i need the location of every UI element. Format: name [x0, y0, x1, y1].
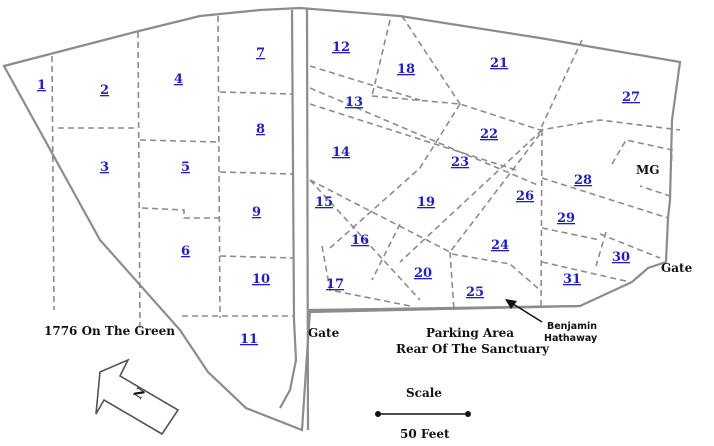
cemetery-boundary — [2, 6, 682, 432]
left-block-dividers — [51, 15, 295, 331]
scale-distance-label: 50 Feet — [400, 427, 450, 441]
north-arrow-icon: N — [95, 358, 180, 436]
lot-5[interactable]: 5 — [181, 160, 190, 175]
lot-4[interactable]: 4 — [174, 72, 183, 87]
gate-label-bottom: Gate — [308, 326, 340, 340]
lot-9[interactable]: 9 — [252, 205, 261, 220]
lot-24[interactable]: 24 — [491, 238, 509, 253]
lot-7[interactable]: 7 — [256, 46, 265, 61]
parking-area-sublabel: Rear Of The Sanctuary — [396, 342, 550, 356]
lot-3[interactable]: 3 — [100, 160, 109, 175]
lot-21[interactable]: 21 — [490, 56, 508, 71]
lot-11[interactable]: 11 — [240, 332, 258, 347]
lot-8[interactable]: 8 — [256, 122, 265, 137]
green-label: 1776 On The Green — [44, 324, 175, 338]
lot-19[interactable]: 19 — [417, 195, 435, 210]
lot-26[interactable]: 26 — [516, 189, 534, 204]
scale-label: Scale — [406, 386, 442, 400]
road-edge-right — [305, 7, 310, 431]
lot-20[interactable]: 20 — [414, 266, 432, 281]
gate-label-right: Gate — [661, 261, 693, 275]
right-block-dividers — [309, 15, 681, 311]
lot-10[interactable]: 10 — [252, 272, 270, 287]
lot-22[interactable]: 22 — [480, 127, 498, 142]
lot-30[interactable]: 30 — [612, 250, 630, 265]
lot-17[interactable]: 17 — [326, 277, 344, 292]
lot-31[interactable]: 31 — [563, 272, 581, 287]
grave-pointer-arrow — [505, 299, 543, 323]
lot-14[interactable]: 14 — [332, 145, 350, 160]
road-edge-left — [279, 9, 298, 409]
lot-labels: 1 2 3 4 5 6 7 8 9 10 11 12 13 14 15 16 1… — [37, 40, 640, 347]
lot-29[interactable]: 29 — [557, 211, 575, 226]
lot-27[interactable]: 27 — [622, 90, 640, 105]
parking-area-label: Parking Area — [426, 326, 514, 340]
lot-1[interactable]: 1 — [37, 78, 46, 93]
mg-label: MG — [636, 163, 660, 177]
lot-15[interactable]: 15 — [315, 195, 333, 210]
lot-13[interactable]: 13 — [345, 95, 363, 110]
lot-28[interactable]: 28 — [574, 173, 592, 188]
lot-6[interactable]: 6 — [181, 244, 190, 259]
grave-label-last: Hathaway — [544, 333, 598, 344]
lot-16[interactable]: 16 — [351, 233, 369, 248]
lot-12[interactable]: 12 — [332, 40, 350, 55]
lot-2[interactable]: 2 — [100, 83, 109, 98]
grave-label-first: Benjamin — [547, 321, 597, 332]
lot-23[interactable]: 23 — [451, 155, 469, 170]
scale-bar — [375, 411, 471, 417]
road-edge-bottom — [307, 304, 581, 314]
lot-25[interactable]: 25 — [466, 285, 484, 300]
lot-18[interactable]: 18 — [397, 62, 415, 77]
